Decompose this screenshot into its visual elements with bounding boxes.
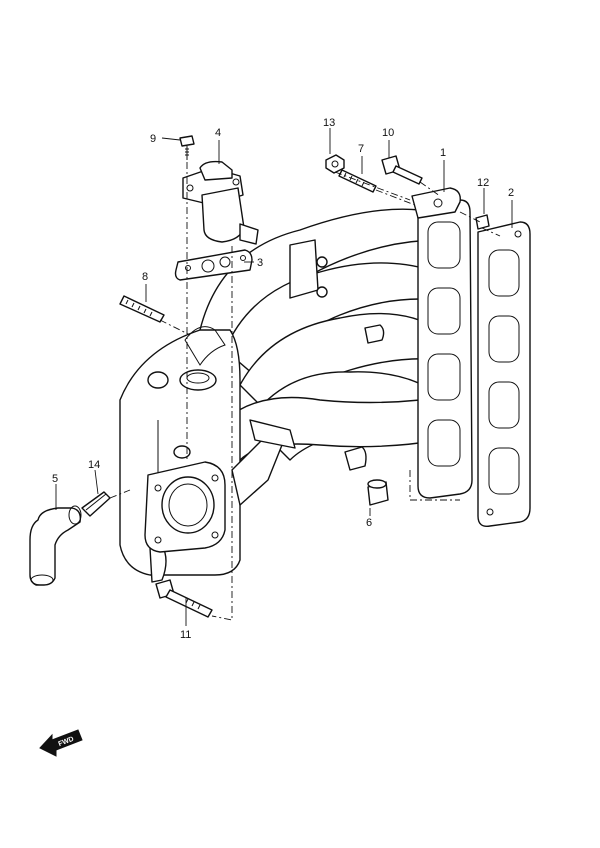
callout-11: 11 [180, 629, 191, 641]
leader-lines [55, 128, 513, 626]
iac-valve [182, 160, 259, 245]
callout-4: 4 [215, 127, 221, 139]
screw-9 [179, 135, 195, 160]
callout-10: 10 [382, 127, 394, 139]
throttle-flange [144, 445, 226, 553]
callout-2: 2 [508, 187, 514, 199]
manifest-flange [411, 187, 473, 499]
nut-13 [325, 154, 345, 174]
assembly-lines [109, 162, 501, 621]
callout-7: 7 [358, 143, 364, 155]
bolt-11 [155, 579, 213, 618]
stud-8 [119, 295, 165, 323]
clip-14 [81, 491, 111, 517]
stud-7 [338, 169, 377, 193]
fwd-arrow-icon: FWD [39, 729, 83, 757]
callout-14: 14 [88, 459, 100, 471]
callout-1: 1 [440, 147, 446, 159]
iac-gasket [174, 249, 253, 281]
callout-12: 12 [477, 177, 489, 189]
dowel-pin-12 [475, 214, 490, 230]
collar-6 [367, 479, 389, 506]
callout-13: 13 [323, 117, 335, 129]
callout-8: 8 [142, 271, 148, 283]
manifest-gasket [477, 221, 531, 527]
callout-3: 3 [257, 257, 263, 269]
callout-5: 5 [52, 473, 58, 485]
callout-numbers: 1 2 3 4 5 6 7 8 9 10 11 12 13 14 [52, 117, 514, 641]
callout-6: 6 [366, 517, 372, 529]
hose-5 [29, 505, 82, 586]
callout-9: 9 [150, 133, 156, 145]
bolt-10 [381, 155, 423, 185]
